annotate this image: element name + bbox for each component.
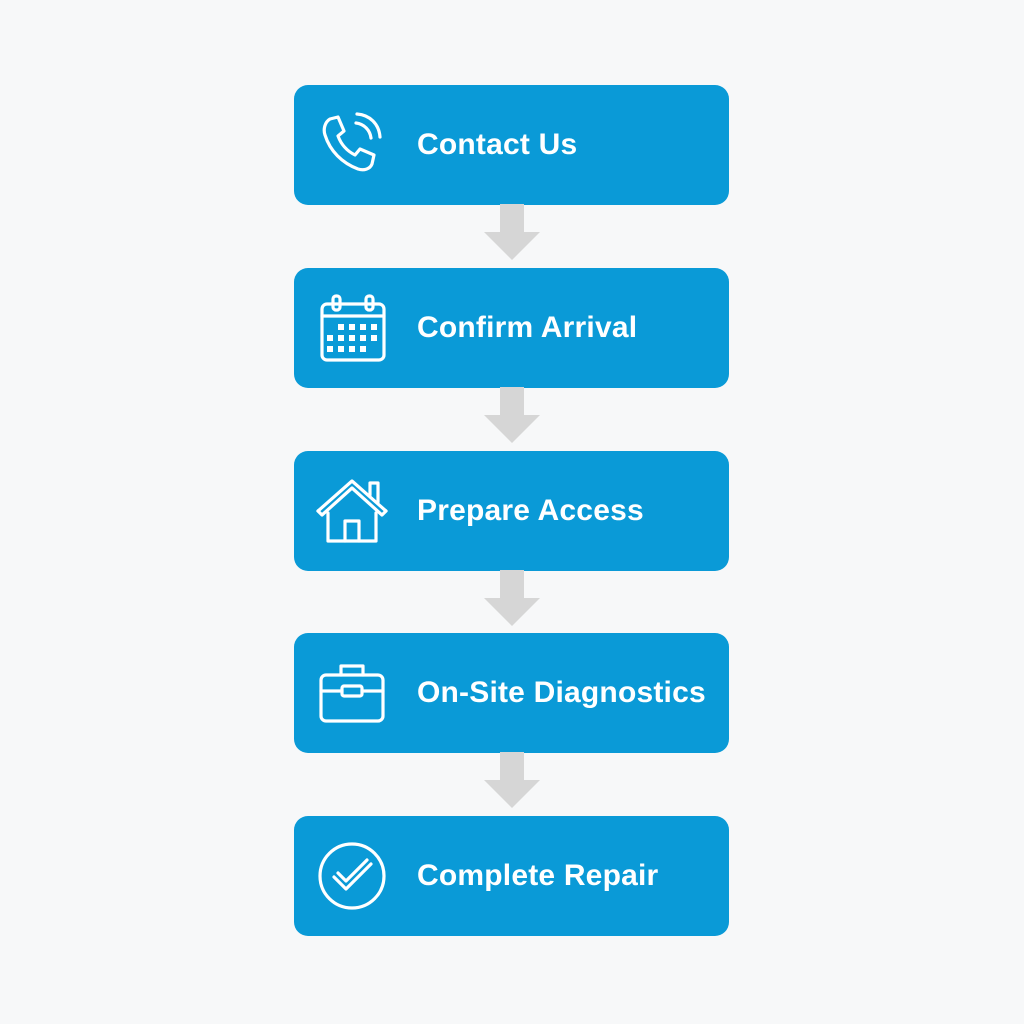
step-label: Complete Repair: [417, 859, 659, 892]
step-label: Contact Us: [417, 128, 578, 161]
down-arrow: [482, 752, 542, 814]
step-complete-repair: Complete Repair: [294, 816, 729, 936]
calendar-icon: [316, 292, 388, 364]
step-label: On-Site Diagnostics: [417, 676, 706, 709]
step-label: Prepare Access: [417, 494, 644, 527]
down-arrow: [482, 204, 542, 266]
step-on-site-diagnostics: On-Site Diagnostics: [294, 633, 729, 753]
step-confirm-arrival: Confirm Arrival: [294, 268, 729, 388]
check-circle-icon: [316, 840, 388, 912]
toolbox-icon: [316, 657, 388, 729]
house-icon: [316, 475, 388, 547]
step-prepare-access: Prepare Access: [294, 451, 729, 571]
down-arrow: [482, 387, 542, 449]
phone-icon: [316, 109, 388, 181]
down-arrow: [482, 570, 542, 632]
step-contact-us: Contact Us: [294, 85, 729, 205]
step-label: Confirm Arrival: [417, 311, 638, 344]
